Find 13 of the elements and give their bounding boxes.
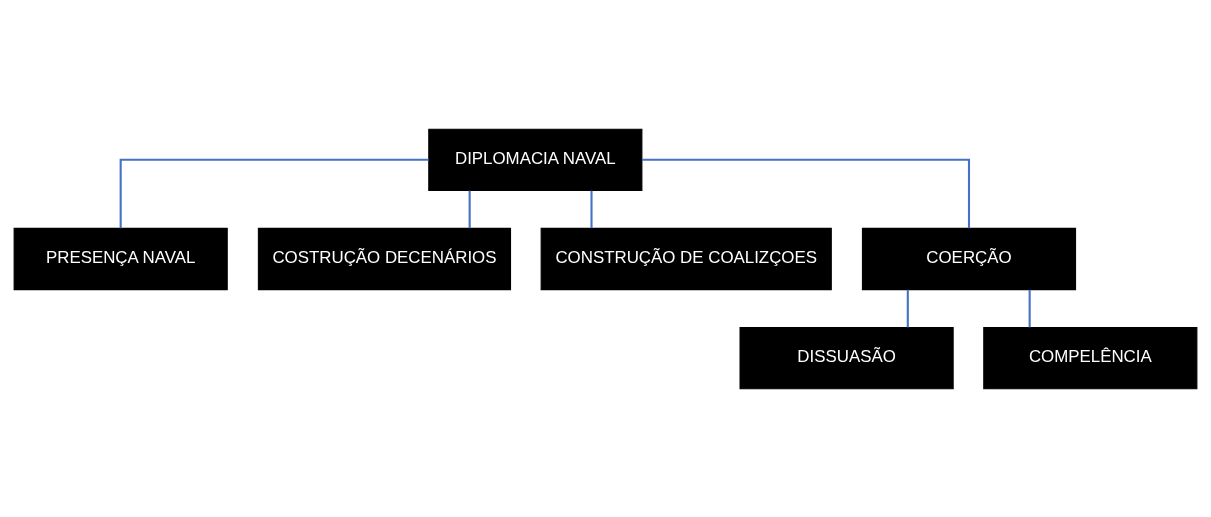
connector xyxy=(642,158,971,228)
node-box: COSTRUÇÃO DECENÁRIOS xyxy=(257,227,512,290)
connector xyxy=(1028,289,1031,327)
node-box: DIPLOMACIA NAVAL xyxy=(428,128,643,191)
connector xyxy=(119,158,429,228)
connector xyxy=(590,190,593,228)
node-box: DISSUASÃO xyxy=(739,326,954,389)
node-box: COMPELÊNCIA xyxy=(983,326,1198,389)
connector xyxy=(468,190,471,228)
node-box: COERÇÃO xyxy=(861,227,1077,290)
node-box: CONSTRUÇÃO DE COALIZÇOES xyxy=(540,227,832,290)
connector xyxy=(906,289,909,327)
node-box: PRESENÇA NAVAL xyxy=(13,227,228,290)
